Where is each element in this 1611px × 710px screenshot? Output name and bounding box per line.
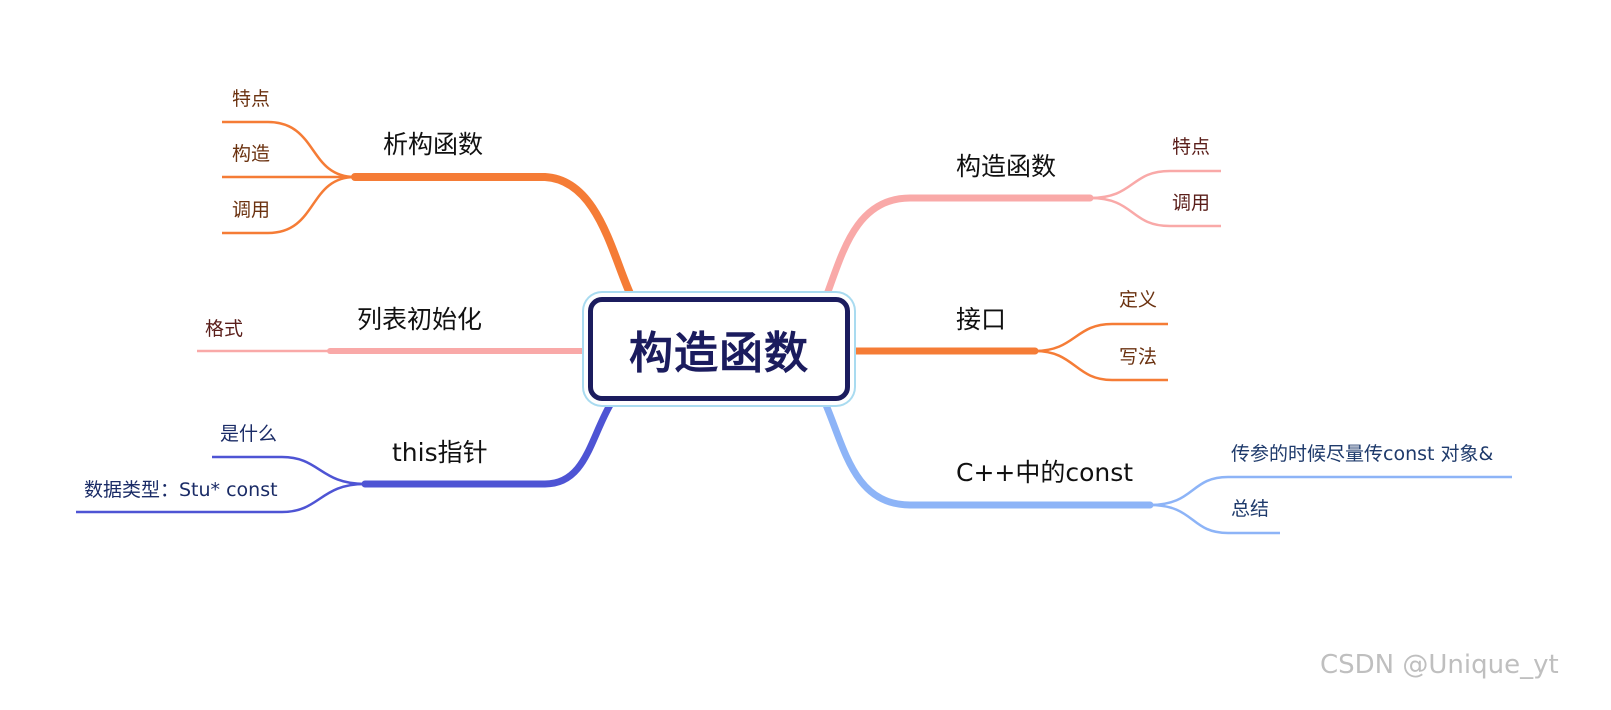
link-const-child-1 <box>1149 475 1512 507</box>
link-destructor-child-1 <box>222 120 356 179</box>
destructor-child-construct[interactable]: 构造 <box>232 143 271 165</box>
interface-child-syntax[interactable]: 写法 <box>1119 346 1158 368</box>
link-this-main <box>361 401 614 488</box>
link-constructor-child-1 <box>1089 169 1221 200</box>
branch-destructor[interactable]: 析构函数 <box>383 130 484 159</box>
destructor-child-call[interactable]: 调用 <box>232 199 271 221</box>
interface-child-definition[interactable]: 定义 <box>1119 289 1158 311</box>
link-const-child-2 <box>1149 503 1280 535</box>
init-list-child-format[interactable]: 格式 <box>205 318 244 340</box>
this-child-what[interactable]: 是什么 <box>220 423 278 445</box>
this-child-datatype[interactable]: 数据类型：Stu* const <box>84 479 278 501</box>
link-destructor-child-3 <box>222 175 356 235</box>
link-interface-child-2 <box>1034 349 1168 382</box>
destructor-child-features[interactable]: 特点 <box>232 88 271 110</box>
link-interface-child-1 <box>1034 322 1168 353</box>
root-node-label: 构造函数 <box>629 328 809 379</box>
branch-this-pointer[interactable]: this指针 <box>392 438 488 467</box>
constructor-child-features[interactable]: 特点 <box>1172 136 1211 158</box>
branch-init-list[interactable]: 列表初始化 <box>357 305 483 334</box>
branch-constructor[interactable]: 构造函数 <box>956 152 1057 181</box>
link-constructor-child-2 <box>1089 196 1221 228</box>
branch-const[interactable]: C++中的const <box>956 458 1134 487</box>
const-child-summary[interactable]: 总结 <box>1231 498 1270 520</box>
constructor-child-call[interactable]: 调用 <box>1172 192 1211 214</box>
link-const-main <box>822 401 1154 509</box>
link-this-child-2 <box>76 482 366 514</box>
watermark-text: CSDN @Unique_yt <box>1320 650 1559 680</box>
branch-interface[interactable]: 接口 <box>956 305 1007 334</box>
link-constructor-main <box>822 194 1094 301</box>
link-this-child-1 <box>212 455 366 486</box>
root-node[interactable]: 构造函数 <box>588 297 850 401</box>
link-destructor-main <box>351 173 637 304</box>
const-child-pass-param[interactable]: 传参的时候尽量传const 对象& <box>1231 443 1494 465</box>
